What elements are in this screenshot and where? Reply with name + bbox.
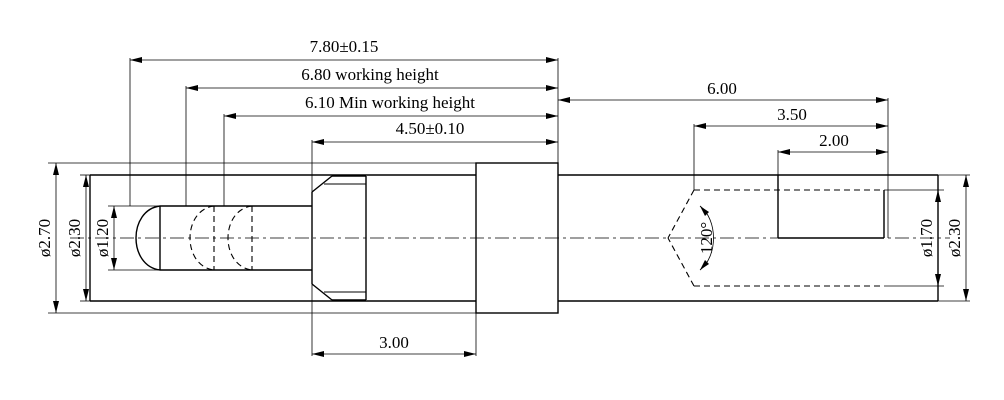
dim-working-height: 6.80 working height bbox=[186, 65, 558, 91]
dia-tip-label: ø1.20 bbox=[93, 219, 112, 257]
drill-depth-label: 3.50 bbox=[777, 105, 807, 124]
plunger-head bbox=[311, 175, 367, 301]
working-height-label: 6.80 working height bbox=[301, 65, 439, 84]
dim-bore-depth: 2.00 bbox=[778, 131, 888, 155]
dia-flange-label: ø2.70 bbox=[35, 219, 54, 257]
dim-tail-length: 6.00 bbox=[558, 79, 888, 103]
dia-barrel-right-label: ø2.30 bbox=[945, 219, 964, 257]
dia-bore-label: ø1.70 bbox=[917, 219, 936, 257]
dim-dia-barrel-right: ø2.30 bbox=[945, 175, 969, 301]
dim-min-working-height: 6.10 Min working height bbox=[224, 93, 558, 119]
dim-dia-barrel-left: ø2.30 bbox=[65, 175, 89, 301]
dim-dia-flange: ø2.70 bbox=[35, 163, 59, 313]
dim-drill-depth: 3.50 bbox=[694, 105, 888, 129]
dim-plunger-length: 4.50±0.10 bbox=[312, 119, 558, 145]
plunger-length-label: 4.50±0.10 bbox=[396, 119, 465, 138]
dim-dia-tip: ø1.20 bbox=[93, 206, 117, 270]
part-outline bbox=[70, 162, 950, 314]
dim-dia-bore: ø1.70 bbox=[917, 190, 941, 286]
dim-overall-length: 7.80±0.15 bbox=[130, 37, 558, 63]
cone-angle-label: 120° bbox=[697, 222, 716, 254]
bottom-length-label: 3.00 bbox=[379, 333, 409, 352]
dim-cone-angle: 120° bbox=[697, 205, 716, 271]
overall-length-label: 7.80±0.15 bbox=[310, 37, 379, 56]
bore-depth-label: 2.00 bbox=[819, 131, 849, 150]
dia-barrel-left-label: ø2.30 bbox=[65, 219, 84, 257]
tail-length-label: 6.00 bbox=[707, 79, 737, 98]
min-working-height-label: 6.10 Min working height bbox=[305, 93, 475, 112]
extension-lines bbox=[48, 58, 970, 356]
dim-bottom-length: 3.00 bbox=[312, 333, 476, 357]
